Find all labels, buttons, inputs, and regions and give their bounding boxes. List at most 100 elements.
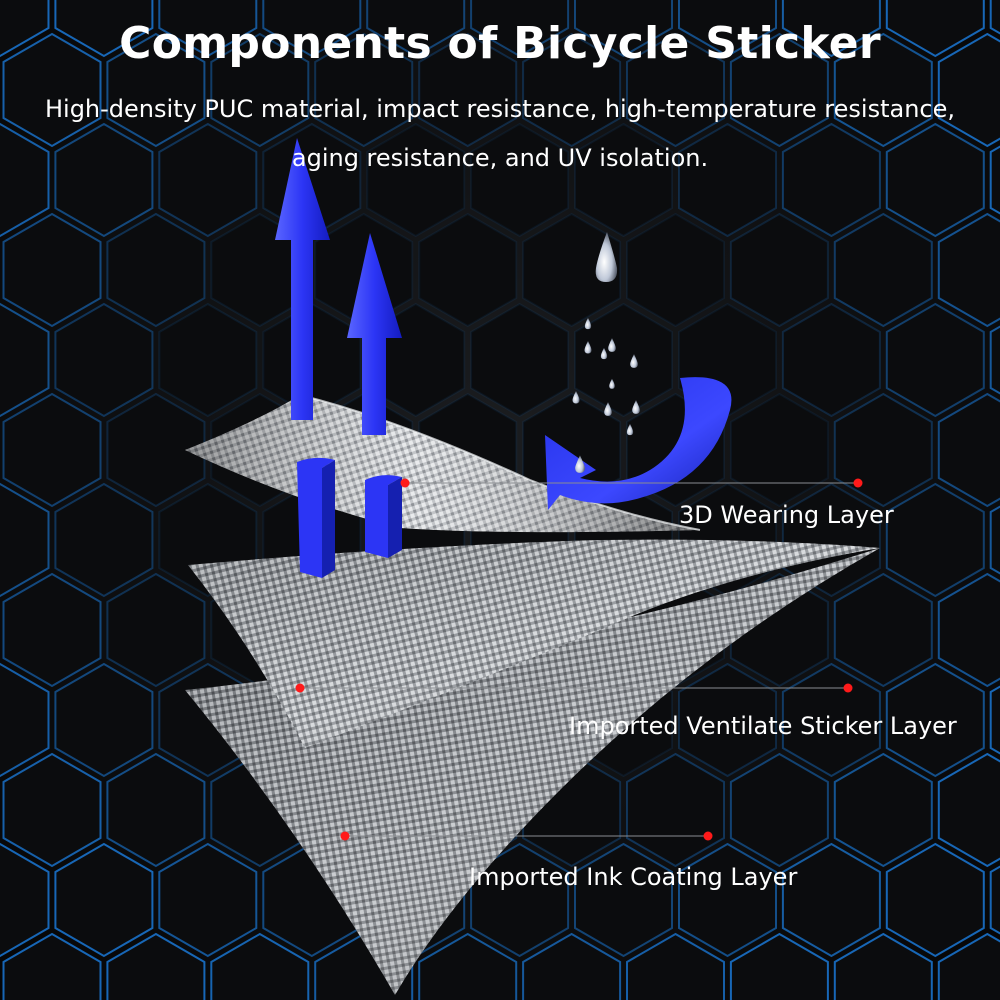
hexagon-cell [833, 32, 933, 148]
hexagon-cell [106, 932, 206, 1000]
vent-bar-left [297, 457, 335, 578]
hexagon-cell [781, 482, 881, 598]
hexagon-cell [106, 752, 206, 868]
hexagon-cell [781, 662, 881, 778]
leader-wear [400, 478, 863, 488]
hexagon-cell [989, 505, 1000, 575]
hexagon-cell [210, 932, 310, 1000]
hexagon-cell [314, 32, 414, 148]
hexagon-cell [2, 32, 102, 148]
hexagon-cell [833, 572, 933, 688]
hexagon-cell [0, 482, 50, 598]
hexagon-cell [262, 0, 362, 58]
hexagon-cell [106, 212, 206, 328]
hexagon-cell [781, 0, 881, 58]
hexagon-cell [470, 122, 570, 238]
hexagon-cell [0, 302, 50, 418]
hexagon-cell [729, 752, 829, 868]
hexagon-cell [0, 842, 50, 958]
water-drop-icon [595, 232, 618, 282]
hexagon-cell [833, 392, 933, 508]
curved-deflect-arrow [545, 377, 732, 510]
hexagon-cell [781, 302, 881, 418]
hexagon-cell [54, 842, 154, 958]
hexagon-cell [937, 752, 1000, 868]
hexagon-cell [0, 0, 50, 58]
water-droplet-icon [584, 341, 592, 354]
water-droplet-icon [572, 391, 580, 404]
water-droplet-icon [609, 378, 615, 389]
hexagon-cell [989, 865, 1000, 935]
hexagon-cell [626, 32, 725, 148]
hexagon-cell [158, 122, 258, 238]
hexagon-cell [0, 122, 50, 238]
hexagon-cell [937, 212, 1000, 328]
ink-coating-layer [185, 548, 880, 995]
hexagon-cell [418, 932, 518, 1000]
water-droplet-icon [584, 317, 592, 330]
arrow-tall [275, 138, 330, 420]
hexagon-cell [937, 572, 1000, 688]
hexagon-cell [885, 842, 985, 958]
hexagon-cell [678, 662, 777, 778]
hexagon-cell [989, 145, 1000, 215]
page-title: Components of Bicycle Sticker [119, 18, 881, 69]
hexagon-cell [885, 482, 985, 598]
hexagon-cell [158, 0, 258, 58]
hexagon-cell [781, 842, 881, 958]
layer-label-ventilate: Imported Ventilate Sticker Layer [569, 712, 957, 740]
subtitle-line-1: High-density PUC material, impact resist… [44, 95, 956, 123]
hexagon-cell [574, 0, 673, 58]
hexagon-cell [574, 122, 673, 238]
hexagon-cell [2, 212, 102, 328]
hexagon-cell [729, 32, 829, 148]
hexagon-cell [574, 302, 673, 418]
hexagon-cell [885, 0, 985, 58]
hexagon-cell [2, 752, 102, 868]
hexagon-cell [2, 572, 102, 688]
hexagon-cell [678, 122, 777, 238]
hexagon-cell [833, 752, 933, 868]
hexagon-cell [678, 0, 777, 58]
hexagon-cell [522, 212, 622, 328]
water-droplet-icon [626, 423, 634, 436]
hexagon-cell [54, 302, 154, 418]
hexagon-cell [885, 302, 985, 418]
hexagon-cell [418, 32, 518, 148]
hexagon-cell [937, 932, 1000, 1000]
hexagon-cell [781, 122, 881, 238]
vent-bar-right [365, 475, 402, 558]
hexagon-cell [937, 392, 1000, 508]
water-droplet-icon [604, 402, 612, 416]
leader-vent [295, 683, 853, 693]
hexagon-cell [989, 325, 1000, 395]
hexagon-cell [574, 842, 673, 958]
hexagon-cell [833, 212, 933, 328]
water-droplet-icon [575, 455, 585, 473]
ventilate-sticker-layer [188, 539, 880, 748]
hexagon-cell [418, 212, 518, 328]
layer-label-ink: Imported Ink Coating Layer [469, 863, 798, 891]
hexagon-cell [0, 662, 50, 778]
hexagon-cell [106, 392, 206, 508]
water-droplet-icon [600, 347, 608, 360]
hexagon-cell [626, 932, 725, 1000]
hexagon-cell [678, 842, 777, 958]
hexagon-cell [158, 302, 258, 418]
hexagon-cell [522, 32, 622, 148]
hexagon-cell [729, 392, 829, 508]
water-droplet-icon [630, 354, 638, 368]
water-droplets [572, 317, 640, 473]
hexagon-cell [937, 32, 1000, 148]
hexagon-cell [54, 122, 154, 238]
hexagon-cell [54, 662, 154, 778]
hexagon-cell [210, 32, 310, 148]
hexagon-cell [366, 0, 466, 58]
hexagon-cell [729, 212, 829, 328]
water-droplet-icon [632, 400, 640, 414]
hexagon-cell [2, 932, 102, 1000]
hexagon-cell [626, 212, 725, 328]
arrow-short [347, 233, 402, 435]
